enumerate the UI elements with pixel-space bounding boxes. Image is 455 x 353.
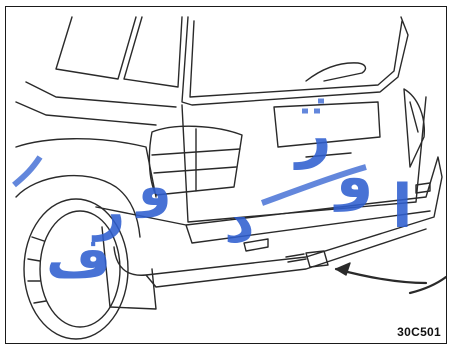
arrow-pointer <box>336 269 426 283</box>
rear-window-inner <box>190 21 402 97</box>
vehicle-rear-illustration: ف ر و د ر و ا <box>6 7 447 344</box>
figure-code: 30C501 <box>397 325 441 339</box>
arrow-tail <box>410 277 446 293</box>
arrow-head <box>336 263 350 275</box>
watermark-stroke-2 <box>14 157 40 185</box>
rear-window-outline <box>182 17 408 105</box>
body-side-line <box>26 82 176 107</box>
side-window-front <box>56 17 136 79</box>
figure-border: ف ر و د ر و ا <box>5 6 447 344</box>
rear-wiper <box>306 63 365 81</box>
tail-light-right-inner <box>410 102 418 132</box>
watermark-char-5: ر <box>293 97 332 170</box>
tail-light-right <box>404 89 424 167</box>
body-side-line-2 <box>16 102 156 125</box>
rear-quarter <box>16 139 156 197</box>
watermark-char-3: و <box>135 155 172 218</box>
watermark-char-2: ر <box>91 179 125 242</box>
watermark: ف ر و د ر و ا <box>14 97 413 291</box>
watermark-char-4: د <box>224 187 255 257</box>
watermark-char-7: ا <box>392 172 413 242</box>
reflector-right <box>416 183 430 193</box>
